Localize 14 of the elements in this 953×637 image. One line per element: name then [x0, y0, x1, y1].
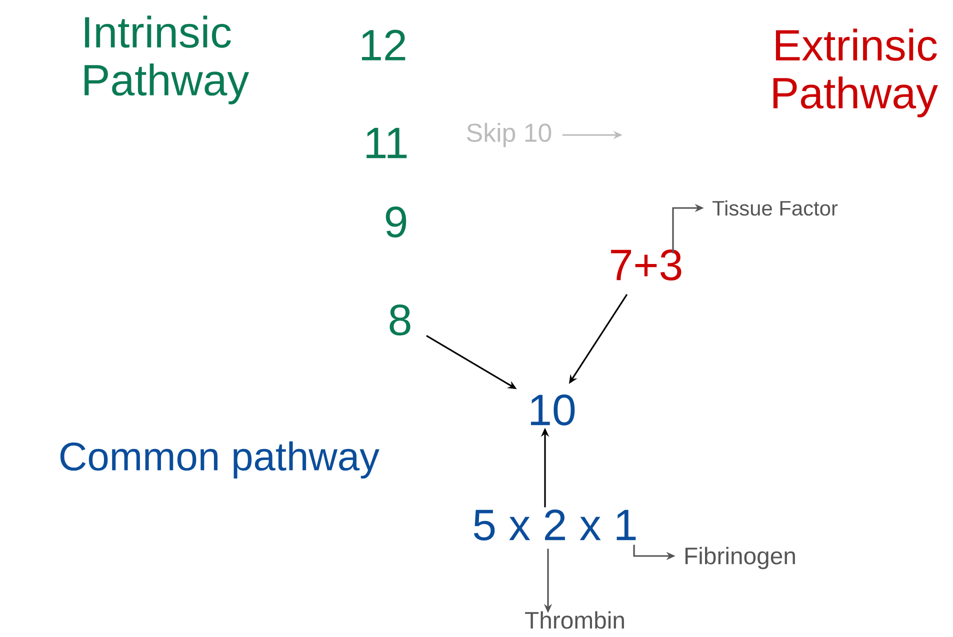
factor-number: 7+3: [611, 249, 682, 280]
pathway-heading: Common pathway: [60, 441, 380, 479]
annotation-text: Fibrinogen: [685, 546, 795, 570]
pathway-heading: Extrinsic Pathway: [773, 28, 938, 118]
note-text: Skip 10: [466, 122, 552, 148]
pathway-heading: Intrinsic Pathway: [84, 16, 250, 104]
annotation-text: Tissue Factor: [712, 200, 838, 216]
factor-number: 11: [366, 128, 407, 158]
factor-number: 9: [386, 206, 406, 238]
factor-number: 12: [362, 30, 406, 60]
factor-number: 5 x 2 x 1: [474, 509, 636, 540]
annotation-text: Thrombin: [525, 611, 624, 629]
factor-number: 8: [390, 304, 410, 336]
factor-number: 10: [530, 394, 575, 426]
